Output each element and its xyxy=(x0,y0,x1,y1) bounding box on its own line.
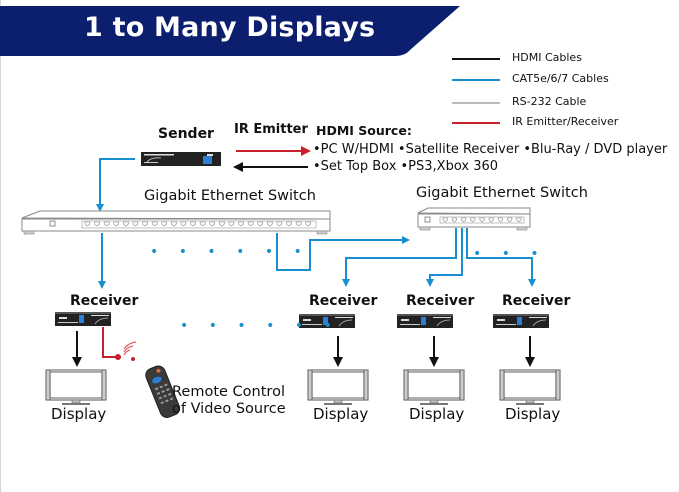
ir-receiver-cable xyxy=(102,327,116,358)
main-switch-device xyxy=(21,210,331,235)
ir-emitter-label: IR Emitter xyxy=(234,122,308,137)
remote-label-line-2: of Video Source xyxy=(172,401,286,417)
legend-swatch-hdmi xyxy=(452,58,500,60)
receiver-label-2: Receiver xyxy=(309,293,378,309)
switch-port xyxy=(470,217,476,223)
switch-port xyxy=(267,221,273,227)
hdmi-source-line-1: •PC W/HDMI •Satellite Receiver •Blu-Ray … xyxy=(313,142,668,157)
switch-port xyxy=(103,221,110,227)
switch-port xyxy=(228,221,235,227)
switch-port xyxy=(479,217,485,223)
switch-port xyxy=(161,221,168,227)
switch-port xyxy=(94,221,100,227)
main-switch-label: Gigabit Ethernet Switch xyxy=(144,188,316,204)
secondary-switch-label: Gigabit Ethernet Switch xyxy=(416,185,588,201)
ir-signal-icon xyxy=(123,341,137,356)
switch-port xyxy=(497,217,503,223)
switch-port xyxy=(276,221,283,227)
page-edge xyxy=(0,0,1,492)
display-device-1 xyxy=(45,369,107,406)
cat-cable-to-receiver-4 xyxy=(466,228,536,287)
switch-port xyxy=(142,221,148,227)
switch-port xyxy=(507,217,513,223)
more-receivers-ellipsis: • • • • • • xyxy=(180,318,340,334)
switch-port xyxy=(305,221,312,227)
switch-port xyxy=(516,217,522,223)
ir-receiver-eye xyxy=(115,354,121,360)
switch-port xyxy=(199,221,206,227)
sender-device xyxy=(141,152,221,166)
ir-dot xyxy=(131,357,135,361)
cat-cable-to-receiver-3 xyxy=(426,228,463,287)
switch-port xyxy=(238,221,244,227)
receiver-device-4 xyxy=(492,313,550,329)
display-label-3: Display xyxy=(409,405,465,423)
legend-item-cat: CAT5e/6/7 Cables xyxy=(452,72,672,86)
remote-control-icon xyxy=(145,365,181,418)
switch-port xyxy=(488,217,494,223)
legend-item-ir: IR Emitter/Receiver xyxy=(452,115,672,129)
remote-label-line-1: Remote Control xyxy=(172,384,285,400)
hdmi-source-line-2: •Set Top Box •PS3,Xbox 360 xyxy=(313,159,499,174)
switch-port xyxy=(442,217,448,223)
more-ports-ellipsis: • • • • • • xyxy=(150,244,310,260)
legend-item-hdmi: HDMI Cables xyxy=(452,51,672,65)
cat-cable-sender-to-switch xyxy=(96,158,135,212)
receiver-label-3: Receiver xyxy=(406,293,475,309)
switch-port xyxy=(286,221,292,227)
switch-port xyxy=(180,221,187,227)
legend-label: CAT5e/6/7 Cables xyxy=(512,72,609,85)
legend-label: IR Emitter/Receiver xyxy=(512,115,619,128)
cat-cable-to-receiver-2 xyxy=(342,228,457,287)
display-label-4: Display xyxy=(505,405,561,423)
receiver-device-1 xyxy=(54,311,112,327)
more-ports-ellipsis-secondary: • • • xyxy=(473,246,547,262)
receiver-label-4: Receiver xyxy=(502,293,571,309)
switch-port xyxy=(295,221,302,227)
display-label-2: Display xyxy=(313,405,369,423)
switch-port xyxy=(84,221,91,227)
switch-port xyxy=(247,221,254,227)
legend-label: HDMI Cables xyxy=(512,51,582,64)
legend-swatch-cat xyxy=(452,79,500,81)
legend-swatch-ir xyxy=(452,122,500,124)
title-banner xyxy=(0,6,460,56)
legend-item-rs232: RS-232 Cable xyxy=(452,95,672,109)
switch-port xyxy=(151,221,158,227)
switch-port xyxy=(209,221,216,227)
hdmi-source-heading: HDMI Source: xyxy=(316,123,412,138)
display-label-1: Display xyxy=(51,405,107,423)
switch-port xyxy=(257,221,264,227)
switch-port xyxy=(190,221,196,227)
switch-port xyxy=(451,217,457,223)
secondary-switch-device xyxy=(417,207,531,231)
legend-label: RS-232 Cable xyxy=(512,95,587,108)
receiver-device-3 xyxy=(396,313,454,329)
switch-port xyxy=(171,221,177,227)
legend-swatch-rs232 xyxy=(452,102,500,104)
cat-cable-switch-to-switch xyxy=(276,233,410,271)
switch-port xyxy=(219,221,225,227)
switch-port xyxy=(132,221,139,227)
display-device-2 xyxy=(307,369,369,406)
display-device-4 xyxy=(499,369,561,406)
sender-label: Sender xyxy=(158,126,214,142)
switch-port xyxy=(113,221,120,227)
page-title: 1 to Many Displays xyxy=(84,12,376,43)
switch-port xyxy=(461,217,467,223)
display-device-3 xyxy=(403,369,465,406)
switch-port xyxy=(123,221,129,227)
receiver-label-1: Receiver xyxy=(70,293,139,309)
